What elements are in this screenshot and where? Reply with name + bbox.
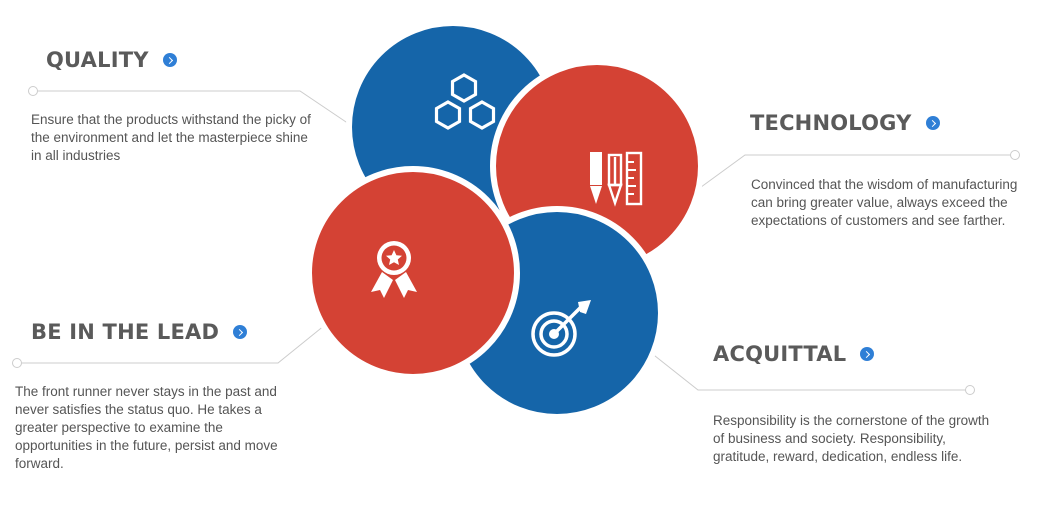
technology-more-button[interactable] (925, 116, 940, 130)
lead-title-text: BE IN THE LEAD (31, 320, 220, 344)
acquittal-title-text: ACQUITTAL (713, 342, 847, 366)
target-arrow-icon (531, 300, 591, 357)
quality-title-text: QUALITY (46, 48, 149, 72)
pencil-ruler-icon (590, 151, 643, 207)
quality-more-button[interactable] (162, 53, 177, 67)
lead-title: BE IN THE LEAD (31, 320, 248, 344)
acquittal-more-button[interactable] (860, 347, 875, 361)
quality-title: QUALITY (46, 48, 177, 72)
technology-title: TECHNOLOGY (750, 111, 940, 135)
acquittal-description: Responsibility is the cornerstone of the… (713, 413, 990, 464)
lead-more-button[interactable] (233, 325, 248, 339)
lead-description: The front runner never stays in the past… (15, 384, 278, 471)
connector-dot-acquittal (965, 385, 975, 395)
connector-dot-quality (28, 86, 38, 96)
technology-title-text: TECHNOLOGY (750, 111, 912, 135)
connector-dot-lead (12, 358, 22, 368)
award-ribbon-icon (371, 241, 417, 298)
quality-description: Ensure that the products withstand the p… (31, 112, 311, 163)
technology-description: Convinced that the wisdom of manufacturi… (751, 177, 1018, 228)
acquittal-title: ACQUITTAL (713, 342, 875, 366)
connector-dot-technology (1010, 150, 1020, 160)
hexagons-icon (434, 73, 496, 130)
connector-lines (12, 86, 1020, 395)
circle-lead (306, 166, 520, 380)
